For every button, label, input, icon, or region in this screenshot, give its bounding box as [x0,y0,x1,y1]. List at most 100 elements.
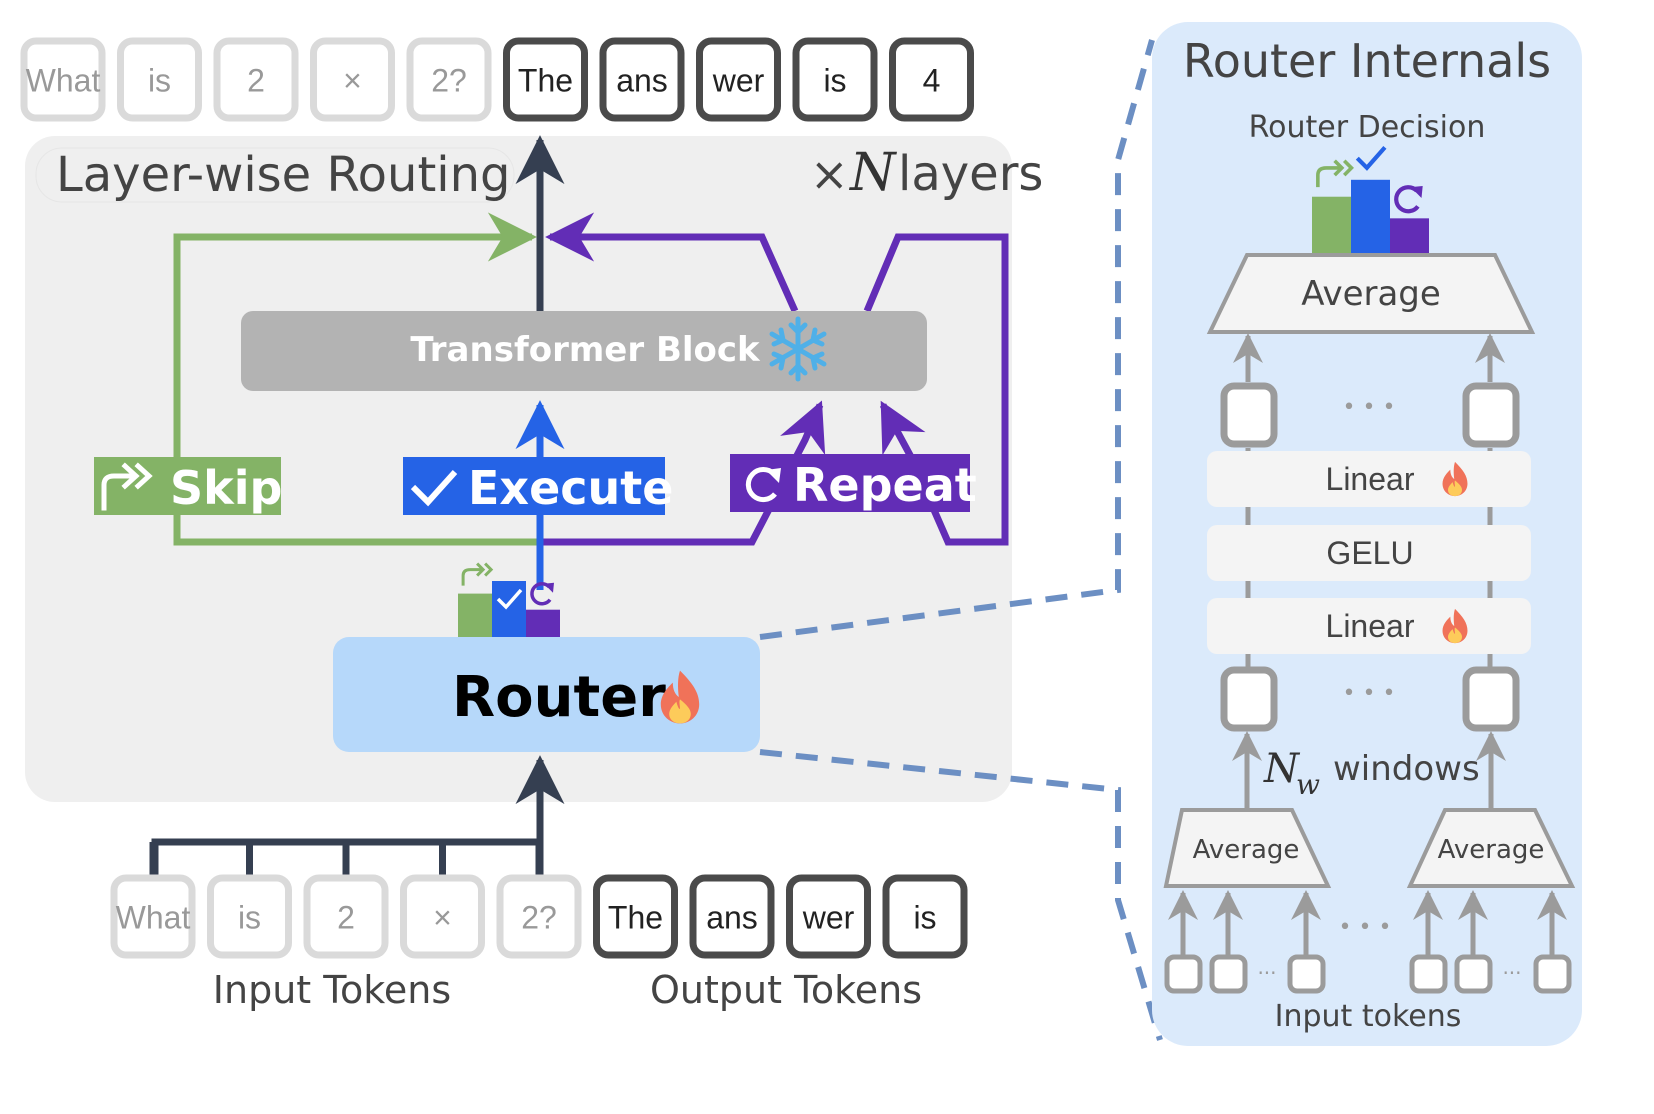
average-window-left [1163,808,1332,888]
small-input-token [1209,954,1248,994]
repeat-text: Repeat [793,458,977,512]
embedding-box-lower-left [1220,666,1278,732]
small-input-tokens: ··· ··· [1164,890,1572,994]
zoom-link-bottom [759,749,1163,1041]
windows-subscript: w [1296,768,1320,801]
token-text: 4 [923,63,941,99]
execute-probability-bar [492,581,526,637]
embedding-box-upper-left [1220,382,1278,448]
token-box [593,874,678,959]
bus-drops [149,842,543,878]
token-text: What [26,63,101,99]
top-input-token: 2? [406,37,492,122]
token-box [400,874,485,959]
token-text: is [913,900,936,936]
repeat-path-out [545,212,799,313]
token-box [786,874,871,959]
bottom-input-token: is [207,874,292,959]
ellipsis-upper: • • • [1343,395,1396,420]
top-output-token: wer [696,37,781,122]
bottom-input-token: 2? [496,874,582,959]
repeat-icon [1394,185,1423,214]
execute-probability-bar [1351,179,1390,255]
token-box [503,37,588,122]
router-box[interactable] [333,637,760,752]
execute-check-icon [496,588,523,610]
token-box [117,37,202,122]
bottom-input-token: What [110,874,196,959]
small-ellipsis: ··· [1257,961,1276,985]
token-text: 2? [431,63,467,99]
skip-label: Skip [94,457,282,515]
small-input-token [1164,954,1203,994]
router-internals-title: Router Internals [1183,34,1551,88]
ellipsis-lower: • • • [1343,681,1396,706]
average-pool-top [1206,253,1536,334]
ellipsis-windows: • • • [1339,915,1392,940]
embedding-box-upper-right [1462,382,1520,448]
layer-panel-title: Layer-wise Routing [56,147,511,203]
token-box [689,874,775,959]
mlp-layer-linear: Linear [1207,451,1531,507]
token-text: 2 [247,63,265,99]
repeat-icon [530,582,554,606]
token-text: × [343,63,362,99]
small-input-token [1533,954,1572,994]
average-top-label: Average [1301,274,1441,314]
repeat-probability-bar [1390,218,1429,255]
token-text: What [116,900,191,936]
skip-probability-bar [458,593,492,637]
layer-label: GELU [1326,535,1413,571]
top-output-token: The [503,37,588,122]
token-box [792,37,878,122]
layer-box [1207,525,1531,581]
token-text: is [238,900,261,936]
small-input-token [1454,954,1493,994]
internals-input-tokens-label: Input tokens [1275,999,1462,1034]
top-output-token: is [792,37,878,122]
skip-path [173,212,540,546]
execute-check-icon [1355,146,1387,171]
top-input-token: 2 [213,37,299,122]
token-text: ans [616,63,668,99]
internal-decision-bars [1312,146,1429,255]
windows-label: windows [1333,749,1480,789]
input-tokens-label: Input Tokens [213,968,451,1012]
skip-arrow-icon [101,462,153,511]
token-box [213,37,299,122]
top-input-token: What [20,37,106,122]
small-ellipsis: ··· [1502,961,1521,985]
bottom-output-token: wer [786,874,871,959]
bottom-output-token: ans [689,874,775,959]
repeat-probability-bar [526,609,560,637]
skip-arrow-icon [461,562,494,586]
skip-probability-bar [1312,196,1351,255]
top-input-token: is [117,37,202,122]
token-text: ans [706,900,758,936]
repeat-icon [745,467,781,503]
bottom-input-token: × [400,874,485,959]
token-box [207,874,292,959]
repeat-label: Repeat [730,454,977,512]
layer-label: Linear [1326,608,1415,644]
skip-text: Skip [170,461,282,515]
windows-symbol: N [1263,746,1301,792]
checkmark-icon [410,469,458,507]
execute-label: Execute [403,457,674,515]
token-text: × [433,900,452,936]
token-box [310,37,395,122]
token-text: The [608,900,663,936]
token-box [406,37,492,122]
n-layers-symbol: N [848,143,897,203]
token-text: wer [712,63,765,99]
embedding-box-lower-right [1462,666,1520,732]
transformer-block[interactable] [241,311,927,391]
token-box [20,37,106,122]
average-window-left-label: Average [1193,835,1300,865]
execute-text: Execute [468,461,674,515]
token-box [882,874,968,959]
router-label: Router [452,665,666,730]
